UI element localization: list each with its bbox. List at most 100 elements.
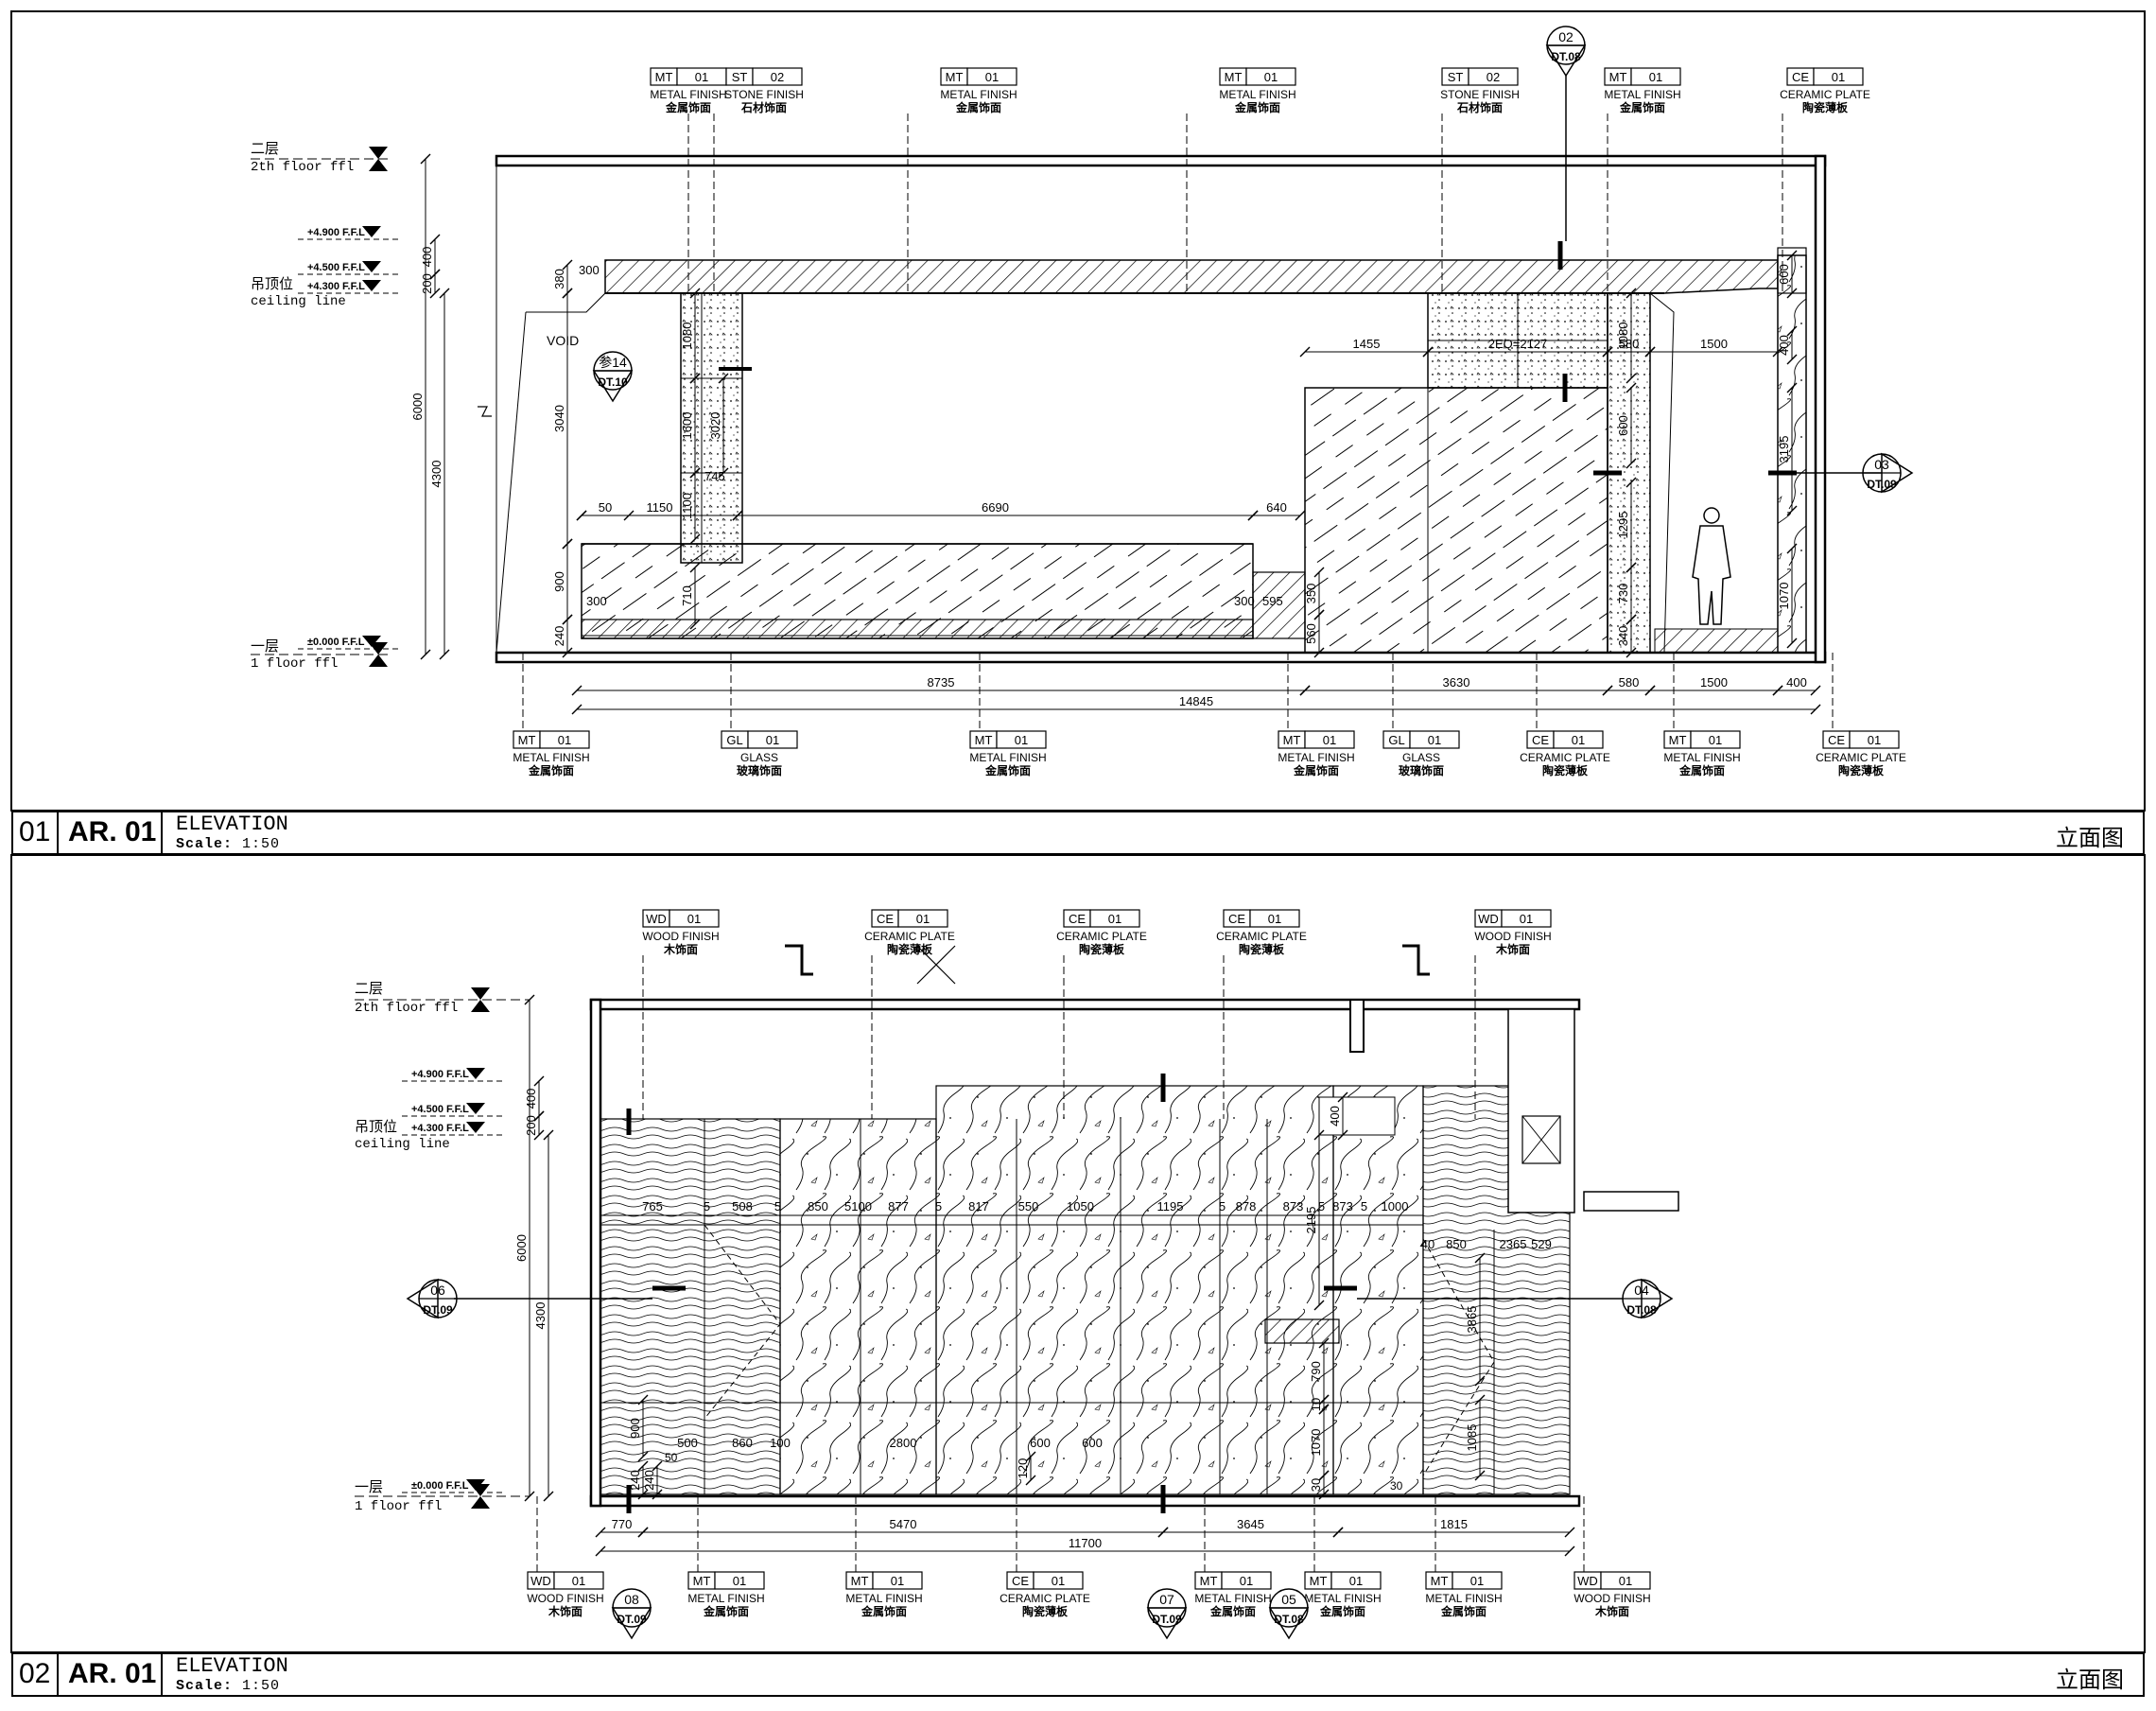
dimension-label: 710 (680, 585, 694, 606)
drawing-title-cn: 立面图 (2056, 1667, 2124, 1693)
dim-240: 240 (552, 614, 573, 658)
tag-material-name: CERAMIC PLATE (1056, 930, 1147, 943)
dimension-tick (637, 1489, 649, 1500)
tag-num-box (996, 730, 1047, 749)
void-diagonal (496, 311, 527, 654)
tag-number: 01 (985, 70, 999, 84)
tag-material-name-cn: 玻璃饰面 (1399, 763, 1444, 777)
level-4500: +4.500 F.F.L (402, 1103, 506, 1117)
dim-400: 400 (1777, 325, 1798, 365)
level-0: ±0.000 F.F.L (402, 1479, 506, 1493)
section-arrow (1268, 1607, 1310, 1640)
dim-3865: 3865 (1465, 1252, 1486, 1387)
tag-material-name: METAL FINISH (1304, 1592, 1381, 1605)
level-value: ±0.000 F.F.L (411, 1480, 469, 1492)
dimension-label: 340 (1616, 626, 1630, 647)
level-value: +4.500 F.F.L (307, 262, 365, 273)
section-reference: DT.09 (1152, 1613, 1182, 1626)
figure-head (1703, 507, 1720, 524)
dimension-label: 5470 (890, 1517, 917, 1531)
dimension-tick (1564, 1527, 1575, 1538)
dim-width-4: 5 (774, 1199, 781, 1213)
level-value: +4.900 F.F.L (307, 227, 365, 238)
dimension-tick (1474, 1470, 1486, 1481)
dim-300: 300 (1234, 594, 1255, 608)
dimension-tick (595, 1545, 606, 1557)
tag-num-box (1304, 730, 1355, 749)
dim-640: 640 (1247, 500, 1306, 521)
dimension-tick (1602, 685, 1613, 696)
level-triangle (466, 1122, 485, 1133)
tag-number: 01 (1015, 733, 1028, 747)
level-value: +4.500 F.F.L (411, 1104, 469, 1115)
dimension-tick (1337, 1129, 1348, 1141)
right-wall (1814, 154, 1827, 664)
dimension-tick (1772, 685, 1783, 696)
dimension-tick (1626, 562, 1637, 573)
dimension-label: 30 (1309, 1478, 1323, 1492)
dim-width-10: 550 (1018, 1199, 1039, 1213)
dim-120: 120 (1016, 1451, 1036, 1486)
dimension-tick (1626, 382, 1637, 393)
tag-material-name: CERAMIC PLATE (1520, 751, 1610, 764)
dimension-tick (562, 259, 573, 271)
dim-500: 500 (677, 1436, 698, 1450)
dimension-tick (429, 269, 441, 280)
dimension-tick (1474, 1394, 1486, 1405)
tag-num-box (1409, 730, 1460, 749)
dim-width-9: 817 (968, 1199, 989, 1213)
dim-770: 770 (595, 1517, 649, 1538)
tag-material-name-cn: 金属饰面 (1619, 100, 1665, 114)
dimension-label: 730 (1616, 584, 1630, 604)
dim-1295: 1295 (1616, 477, 1637, 573)
dim-595: 595 (1262, 594, 1283, 608)
dimension-tick (1786, 543, 1798, 554)
dim-width-8: 5 (935, 1199, 942, 1213)
dimension-label: 3645 (1237, 1517, 1264, 1531)
dimension-tick (1626, 373, 1637, 384)
dimension-tick (1337, 1091, 1348, 1103)
tag-num-box (872, 1571, 923, 1590)
tag-material-name-cn: 陶瓷薄板 (887, 942, 933, 956)
tag-material-name-cn: 木饰面 (1495, 942, 1530, 956)
break-symbol (1402, 944, 1430, 976)
dimension-tick (439, 288, 450, 299)
tag-number: 01 (733, 1574, 746, 1588)
dimension-label: 10 (1309, 1398, 1323, 1411)
ceramic-panel-2 (935, 1085, 1334, 1495)
title-block-divider-1 (57, 1654, 59, 1695)
section-reference: DT.08 (1551, 50, 1581, 63)
dimension-tick (420, 153, 431, 165)
void-outline (526, 260, 606, 313)
tag-material-name-cn: 金属饰面 (528, 763, 574, 777)
dimension-tick (1786, 354, 1798, 365)
break-symbol (785, 944, 813, 976)
dim-600: 600 (1030, 1436, 1051, 1450)
section-arrow (1641, 1278, 1674, 1319)
tag-material-name-cn: 金属饰面 (1440, 1604, 1487, 1618)
tag-num-box (1330, 1571, 1382, 1590)
dimension-tick (543, 1129, 554, 1141)
tag-num-box (1249, 909, 1300, 928)
dimension-label: 3195 (1777, 436, 1791, 463)
scale-value: 1:50 (242, 1678, 281, 1694)
tag-material-name-cn: 陶瓷薄板 (1838, 763, 1885, 777)
tag-code: MT (1431, 1574, 1449, 1588)
dimension-label: 6690 (982, 500, 1009, 515)
dimension-tick (1318, 1337, 1330, 1349)
tag-material-name: STONE FINISH (1440, 88, 1520, 101)
tag-num-box (1690, 730, 1741, 749)
section-number: 06 (430, 1283, 445, 1298)
dim-600: 600 (1777, 250, 1798, 299)
dimension-tick (1025, 1475, 1036, 1486)
tag-number: 01 (1709, 733, 1722, 747)
level-ceiling-en: ceiling line (355, 1137, 450, 1152)
